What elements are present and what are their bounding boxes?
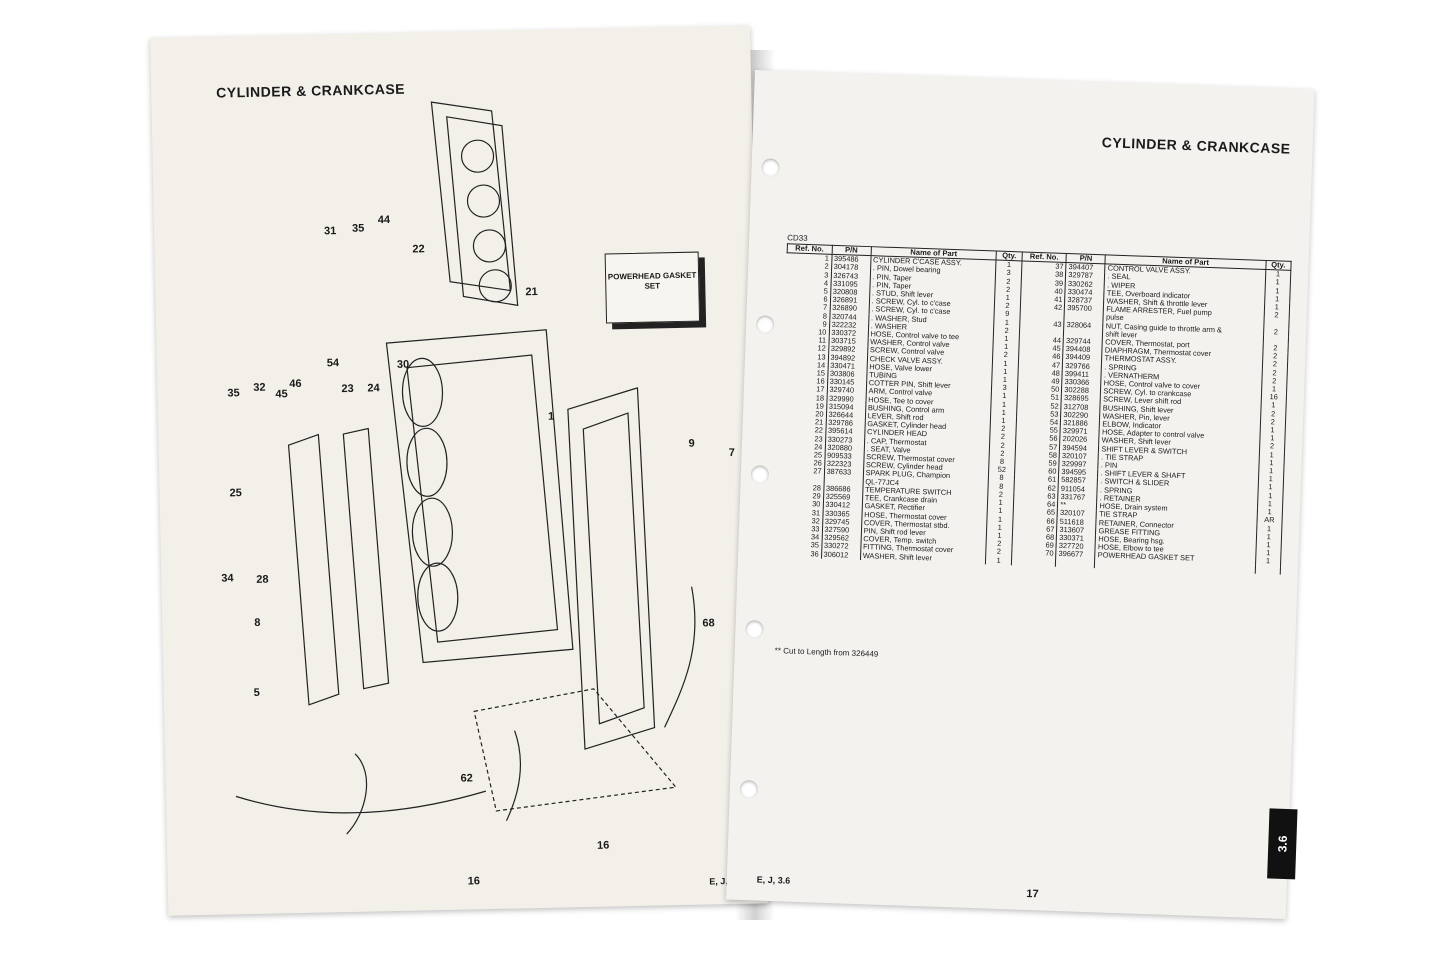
- callout-label: 62: [460, 772, 472, 784]
- callout-label: 35: [352, 223, 364, 235]
- callout-label: 24: [367, 382, 380, 394]
- cylinder-head-drawing: [235, 101, 696, 835]
- right-figure-code: E, J, 3.6: [756, 874, 791, 886]
- gasket-set-label: POWERHEAD GASKET SET: [607, 270, 697, 291]
- callout-label: 23: [341, 383, 353, 395]
- callout-label: 30: [397, 359, 409, 371]
- binder-hole: [739, 779, 759, 799]
- callout-label: 46: [289, 378, 301, 390]
- callout-label: 9: [688, 438, 694, 450]
- callout-label: 68: [702, 617, 714, 629]
- callout-label: 1: [548, 411, 554, 423]
- callout-labels: 31 35 44 22 21 35 32 45 46 23 24 54 30 1…: [221, 214, 735, 852]
- left-page: CYLINDER & CRANKCASE: [150, 25, 769, 916]
- callout-label: 5: [254, 687, 260, 699]
- table-cell: 387633: [823, 467, 864, 478]
- callout-label: 54: [327, 357, 340, 369]
- section-tab: 3.6: [1267, 808, 1298, 880]
- binder-hole: [755, 315, 775, 334]
- table-cell: [1254, 565, 1281, 575]
- right-page-number: 17: [1026, 887, 1039, 901]
- callout-label: 8: [254, 617, 260, 629]
- table-cell: 306012: [820, 549, 861, 560]
- parts-table: CD33 Ref. No. P/N Name of Part Qty. Ref.…: [776, 233, 1292, 575]
- left-page-number: 16: [467, 875, 481, 888]
- footnote: ** Cut to Length from 326449: [774, 646, 879, 659]
- gasket-set-box: POWERHEAD GASKET SET: [604, 251, 701, 324]
- callout-label: 32: [253, 382, 265, 394]
- section-tab-label: 3.6: [1275, 835, 1290, 853]
- table-cell: [1055, 558, 1096, 568]
- callout-label: 21: [525, 286, 537, 298]
- callout-label: 34: [221, 572, 234, 584]
- table-cell: 36: [776, 548, 822, 559]
- callout-label: 44: [378, 214, 391, 226]
- right-page: CYLINDER & CRANKCASE CD33 Ref. No. P/N N…: [726, 70, 1315, 920]
- binder-hole: [745, 620, 764, 639]
- binder-hole: [761, 158, 780, 177]
- callout-label: 31: [324, 225, 336, 237]
- callout-label: 45: [275, 388, 287, 400]
- table-cell: 1: [985, 555, 1012, 565]
- table-cell: 396677: [1055, 549, 1096, 560]
- parts-list-table: Ref. No. P/N Name of Part Qty. Ref. No. …: [776, 243, 1292, 575]
- right-page-title: CYLINDER & CRANKCASE: [1101, 134, 1291, 157]
- table-code: CD33: [787, 233, 808, 243]
- binder-hole: [750, 465, 770, 484]
- callout-label: 7: [729, 447, 735, 459]
- callout-label: 16: [597, 840, 609, 852]
- exploded-parts-diagram: 31 35 44 22 21 35 32 45 46 23 24 54 30 1…: [221, 101, 735, 852]
- table-cell: 328064: [1063, 320, 1104, 331]
- callout-label: 22: [412, 243, 424, 255]
- callout-label: 35: [227, 387, 239, 399]
- table-cell: [1011, 556, 1056, 567]
- callout-label: 25: [229, 487, 241, 499]
- callout-label: 28: [256, 574, 268, 586]
